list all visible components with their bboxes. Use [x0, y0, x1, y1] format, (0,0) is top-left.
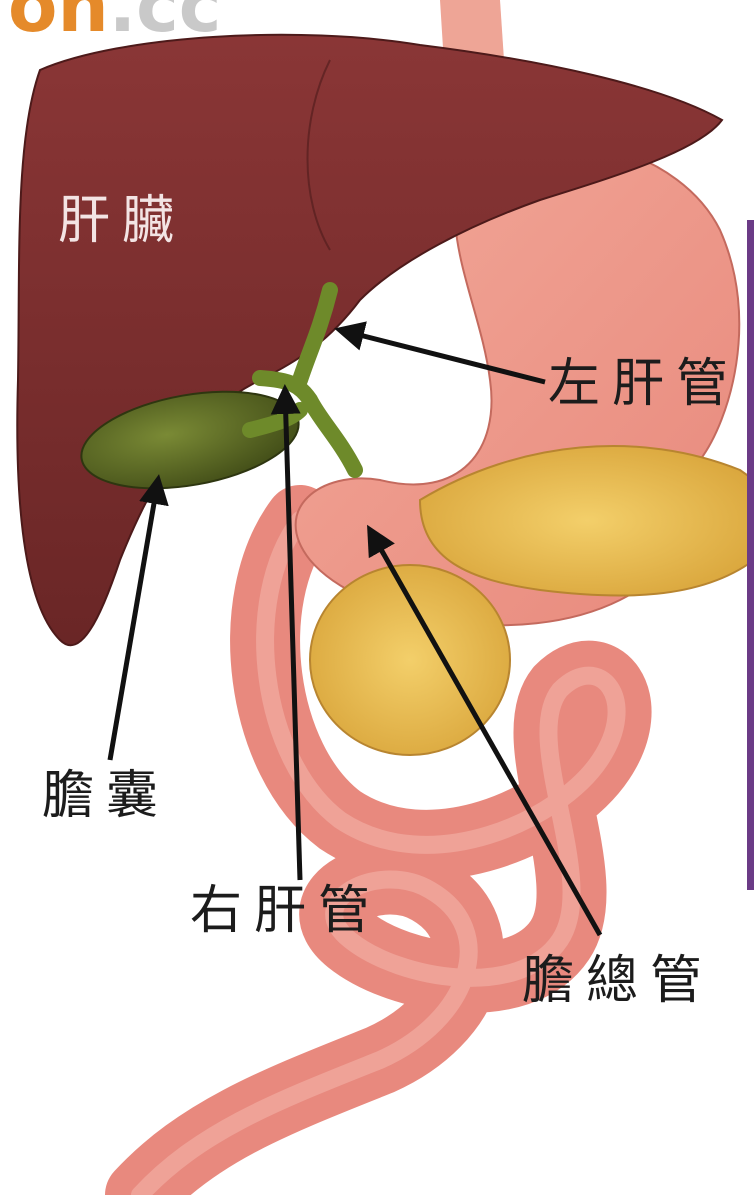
label-left-hepatic-duct: 左肝管: [548, 358, 740, 410]
label-liver: 肝臟: [58, 195, 186, 247]
watermark-logo: on.cc: [8, 0, 221, 42]
label-gallbladder: 膽囊: [42, 770, 170, 822]
watermark-part-b: .cc: [109, 0, 222, 48]
edge-bar: [747, 220, 754, 890]
label-common-bile-duct: 膽總管: [522, 955, 714, 1007]
label-right-hepatic-duct: 右肝管: [190, 885, 382, 937]
watermark-part-a: on: [8, 0, 109, 48]
